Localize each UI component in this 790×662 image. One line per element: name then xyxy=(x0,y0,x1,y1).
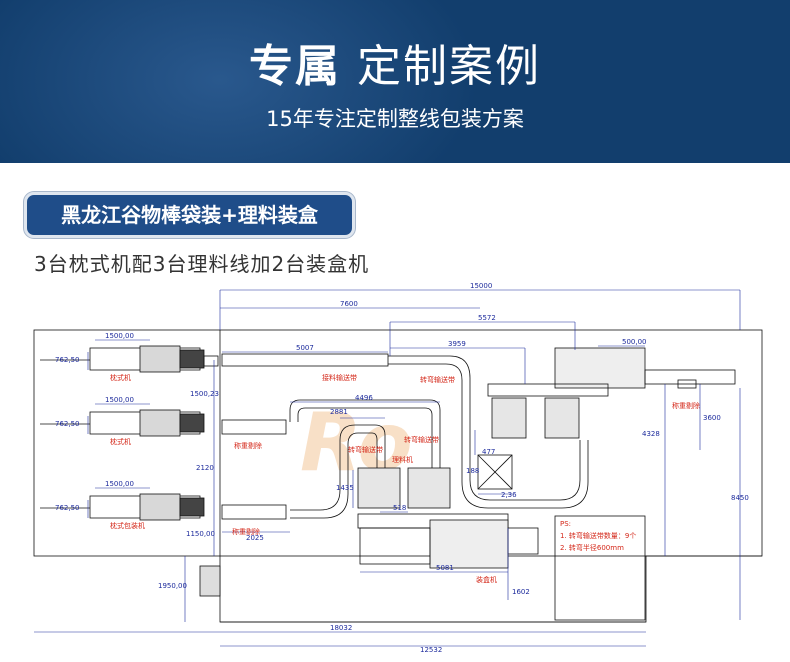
label-pillow-machine-2: 枕式机 xyxy=(110,437,131,446)
dim-3959: 3959 xyxy=(448,340,466,348)
label-pillow-machine-1: 枕式机 xyxy=(110,373,131,382)
weigh-reject-1 xyxy=(221,419,287,435)
cartoner-bottom xyxy=(429,519,509,569)
sorter-2 xyxy=(407,467,451,509)
label-pillow-machine-3: 枕式包装机 xyxy=(110,521,145,530)
transfer-box xyxy=(477,454,513,490)
building-outline xyxy=(33,329,763,557)
dim-7600: 7600 xyxy=(340,300,358,308)
banner-glow xyxy=(0,0,480,163)
sorter-4 xyxy=(544,397,580,439)
dim-5081: 5081 xyxy=(436,564,454,572)
ps-box xyxy=(554,515,646,621)
dim-1500-c: 1500,00 xyxy=(105,480,134,488)
ps-line-2: 2. 转弯半径600mm xyxy=(560,543,624,552)
label-sorter: 理料机 xyxy=(392,455,413,464)
curve-conveyor-1 xyxy=(388,355,581,501)
label-weigh-reject-2: 称重剔除 xyxy=(232,527,260,536)
label-curve-conveyor-2: 转弯输送带 xyxy=(404,435,439,444)
weigh-reject-2 xyxy=(221,504,287,520)
pillow-machine-2 xyxy=(40,409,205,437)
main-conveyor xyxy=(221,353,389,367)
ps-line-1: 1. 转弯输送带数量：9个 xyxy=(560,531,636,540)
case-description: 3台枕式机配3台理料线加2台装盒机 xyxy=(34,252,370,276)
page-title: 专属 定制案例 xyxy=(0,30,790,94)
dim-236: 2,36 xyxy=(501,491,517,499)
dim-1500-a: 1500,00 xyxy=(105,332,134,340)
dim-5572: 5572 xyxy=(478,314,496,322)
pillow-machine-1 xyxy=(40,345,205,373)
dim-500: 500,00 xyxy=(622,338,647,346)
dim-4496: 4496 xyxy=(355,394,373,402)
dim-3600: 3600 xyxy=(703,414,721,422)
title-strong: 专属 xyxy=(249,41,341,92)
dim-2881: 2881 xyxy=(330,408,348,416)
dim-518: 518 xyxy=(393,504,406,512)
dim-477: 477 xyxy=(482,448,495,456)
label-weigh-reject-3: 称重剔除 xyxy=(672,401,700,410)
dim-188: 188 xyxy=(466,467,479,475)
pillow-machine-3 xyxy=(40,493,205,521)
header-banner: 专属 定制案例 15年专注定制整线包装方案 xyxy=(0,0,790,163)
curve-conveyor-2 xyxy=(289,399,441,470)
label-curve-conveyor-1: 转弯输送带 xyxy=(420,375,455,384)
dim-1150: 1150,00 xyxy=(186,530,215,538)
dim-1500-23: 1500,23 xyxy=(190,390,219,398)
sorter-1 xyxy=(357,467,401,509)
dim-12532: 12532 xyxy=(420,646,442,654)
dim-1602: 1602 xyxy=(512,588,530,596)
dim-762-b: 762,50 xyxy=(55,420,80,428)
dim-8450: 8450 xyxy=(731,494,749,502)
dim-762-c: 762,50 xyxy=(55,504,80,512)
title-light: 定制案例 xyxy=(357,41,541,92)
dim-2025: 2025 xyxy=(246,534,264,542)
dim-762-a: 762,50 xyxy=(55,356,80,364)
dim-18032: 18032 xyxy=(330,624,352,632)
dim-5007: 5007 xyxy=(296,344,314,352)
dim-15000: 15000 xyxy=(470,282,492,290)
label-cartoner: 装盒机 xyxy=(476,575,497,584)
label-curve-conveyor-3: 转弯输送带 xyxy=(348,445,383,454)
dim-2120: 2120 xyxy=(196,464,214,472)
cartoner-top xyxy=(554,347,646,389)
dim-4328: 4328 xyxy=(642,430,660,438)
sorter-3 xyxy=(491,397,527,439)
dim-1500-b: 1500,00 xyxy=(105,396,134,404)
label-weigh-reject-1: 称重剔除 xyxy=(234,441,262,450)
case-tag: 黑龙江谷物棒袋装+理料装盒 xyxy=(24,192,355,238)
page-subtitle: 15年专注定制整线包装方案 xyxy=(266,107,524,131)
label-connect-conveyor: 接料输送带 xyxy=(322,373,357,382)
dim-1950: 1950,00 xyxy=(158,582,187,590)
ps-title: PS: xyxy=(560,520,571,528)
dim-1435: 1435 xyxy=(336,484,354,492)
curve-conveyor-3 xyxy=(290,424,386,511)
